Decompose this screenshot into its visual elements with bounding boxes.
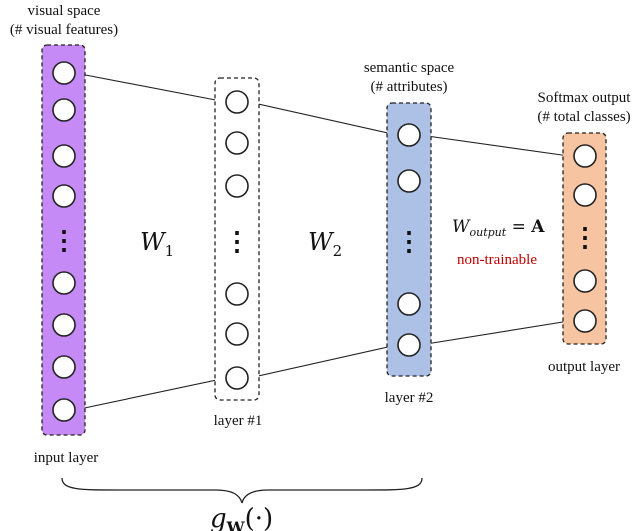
semantic-neuron [397, 292, 421, 316]
attributes-label: (# attributes) [370, 79, 447, 95]
output-layer-label: output layer [548, 359, 620, 375]
output-neuron [573, 144, 597, 168]
layer1-neuron [225, 131, 249, 155]
connection-l2-out-top [419, 134, 570, 157]
w1-label: W1 [140, 228, 174, 260]
input-layer-box [41, 44, 86, 436]
input-neuron [52, 271, 76, 295]
output-neuron [573, 269, 597, 293]
layer1-label: layer #1 [214, 413, 263, 429]
semantic-neuron [397, 123, 421, 147]
input-neuron [52, 61, 76, 85]
non-trainable-label: non-trainable [457, 252, 537, 268]
connection-l1-l2-top [248, 101, 398, 136]
layer2-ellipsis: ⋮ [396, 227, 422, 256]
connection-l1-l2-bottom [248, 344, 398, 379]
layer2-label: layer #2 [385, 390, 434, 406]
semantic-layer-neurons [397, 123, 421, 357]
input-neuron [52, 398, 76, 422]
connection-input-l1-bottom [74, 377, 227, 411]
input-neuron [52, 184, 76, 208]
input-layer-label: input layer [34, 450, 99, 466]
semantic-neuron [397, 169, 421, 193]
input-ellipsis: ⋮ [51, 226, 77, 255]
w2-label: W2 [308, 228, 342, 260]
visual-space-label: visual space [28, 3, 101, 19]
connections [74, 72, 570, 411]
layer1-neuron [225, 366, 249, 390]
semantic-space-label: semantic space [364, 60, 455, 76]
output-layer-box [562, 132, 607, 345]
connection-input-l1-top [74, 72, 227, 103]
output-neuron [573, 183, 597, 207]
output-ellipsis: ⋮ [572, 223, 598, 252]
layer1-ellipsis: ⋮ [224, 227, 250, 256]
semantic-neuron [397, 333, 421, 357]
w-output-label: Woutput = A [452, 217, 545, 239]
input-neuron [52, 144, 76, 168]
output-neuron [573, 309, 597, 333]
visual-features-label: (# visual features) [10, 22, 118, 38]
layer1-neuron [225, 174, 249, 198]
grouping-brace [61, 477, 423, 504]
layer1-neuron [225, 90, 249, 114]
connection-l2-out-bottom [419, 320, 570, 346]
input-neuron [52, 355, 76, 379]
output-layer-neurons [573, 144, 597, 333]
layer1-box [214, 77, 260, 401]
softmax-output-label: Softmax output [538, 90, 632, 106]
input-layer-neurons [52, 61, 76, 422]
layer1-neuron [225, 282, 249, 306]
layer1-neuron [225, 322, 249, 346]
input-neuron [52, 313, 76, 337]
total-classes-label: (# total classes) [537, 109, 630, 125]
input-neuron [52, 98, 76, 122]
layer1-neurons [225, 90, 249, 390]
g-w-label: gW(·) [210, 504, 273, 531]
